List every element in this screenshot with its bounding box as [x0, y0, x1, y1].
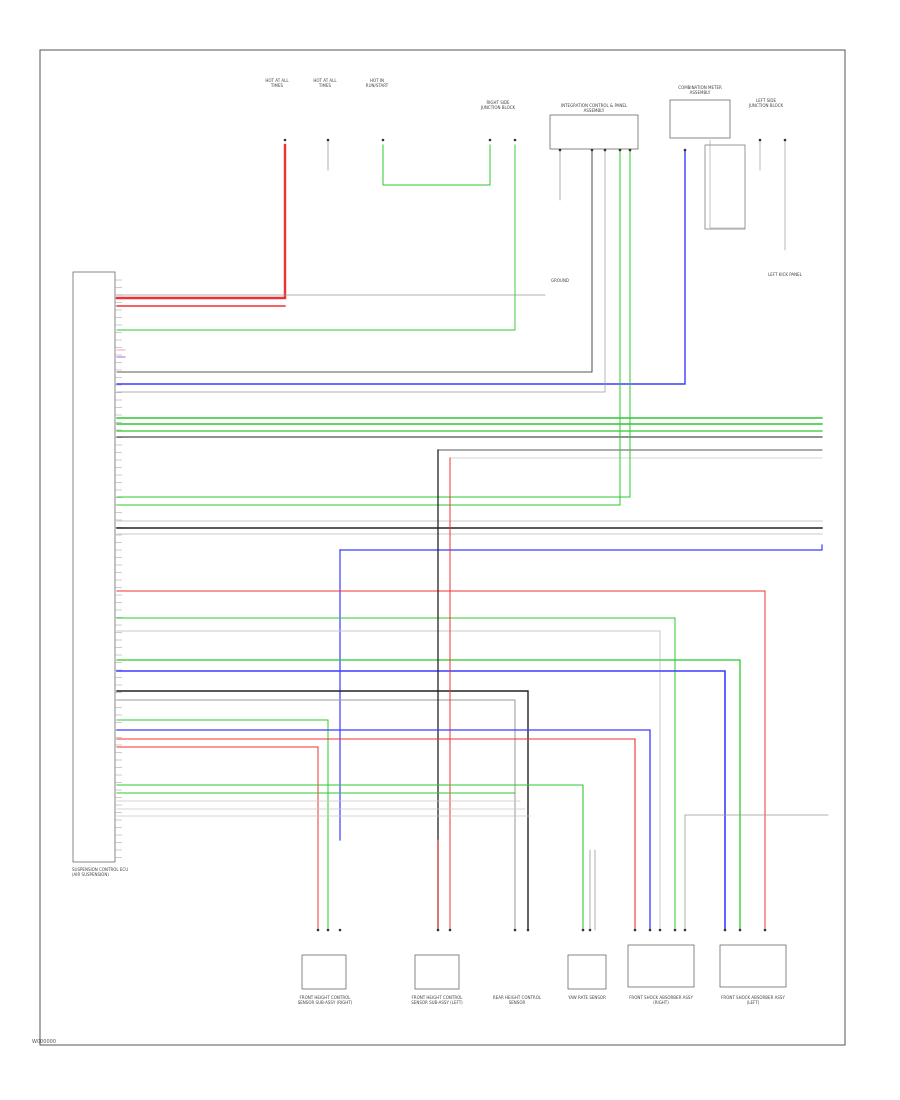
component-b4-box	[567, 954, 607, 990]
bottom-connector-pin-dot	[738, 928, 742, 932]
component-b5-box	[627, 944, 695, 988]
wire-power-red	[115, 143, 287, 300]
wire-black-b3	[116, 690, 529, 931]
top-connector-c4-label: RIGHT SIDE JUNCTION BLOCK	[480, 100, 516, 110]
bottom-connector-pin-dot	[648, 928, 652, 932]
top-connector-pin-dot	[783, 138, 787, 142]
wire-gray-b3	[116, 699, 516, 931]
wire-green-b4	[116, 784, 584, 931]
wire-green-b5	[116, 617, 676, 931]
wire-green-b1	[116, 719, 329, 931]
ecu-label: SUSPENSION CONTROL ECU (AIR SUSPENSION)	[72, 867, 129, 877]
bottom-connector-pin-dot	[633, 928, 637, 932]
meter-aux-box	[704, 144, 746, 230]
top-connector-c3-label: HOT IN RUN/START	[365, 78, 389, 88]
bottom-component-b5-label: FRONT SHOCK ABSORBER ASSY (RIGHT)	[629, 995, 693, 1005]
wire-red-b5	[116, 738, 636, 931]
wire-c3-c4-loop	[382, 144, 491, 186]
ground-g2-label: LEFT KICK PANEL	[768, 272, 802, 277]
top-connector-pin-dot	[558, 148, 562, 152]
top-connector-pin-dot	[618, 148, 622, 152]
top-connector-pin-dot	[628, 148, 632, 152]
bottom-connector-pin-dot	[326, 928, 330, 932]
top-connector-c5-label: INTEGRATION CONTROL & PANEL ASSEMBLY	[560, 103, 628, 113]
diagram-border	[39, 49, 846, 1046]
top-connector-pin-dot	[758, 138, 762, 142]
component-b2-box	[414, 954, 460, 990]
bottom-component-b6-label: FRONT SHOCK ABSORBER ASSY (LEFT)	[721, 995, 785, 1005]
bottom-connector-pin-dot	[316, 928, 320, 932]
wire-gray-right-loop	[684, 814, 829, 931]
combination-meter-box	[669, 99, 731, 139]
bottom-component-b4-label: YAW RATE SENSOR	[568, 995, 606, 1000]
wire-green-c5-2	[116, 149, 621, 506]
top-connector-c2-label: HOT AT ALL TIMES	[313, 78, 337, 88]
footer-code: W000000	[32, 1039, 57, 1045]
bottom-connector-pin-dot	[526, 928, 530, 932]
top-connector-pin-dot	[283, 138, 287, 142]
bottom-connector-pin-dot	[723, 928, 727, 932]
wire-green-c4	[116, 144, 516, 331]
wire-c5-gray	[116, 149, 606, 393]
wire-red-b1	[116, 746, 319, 931]
bottom-connector-pin-dot	[513, 928, 517, 932]
wire-green-c5-1	[116, 149, 631, 498]
bus-blue-1	[339, 544, 823, 551]
bottom-connector-pin-dot	[436, 928, 440, 932]
component-b6-box	[719, 944, 787, 988]
top-connector-c7-label: LEFT SIDE JUNCTION BLOCK	[748, 98, 784, 108]
ecu-box	[72, 271, 116, 863]
top-connector-pin-dot	[513, 138, 517, 142]
bottom-connector-pin-dot	[658, 928, 662, 932]
top-connector-pin-dot	[326, 138, 330, 142]
bottom-connector-pin-dot	[673, 928, 677, 932]
connector-dots	[283, 138, 787, 932]
top-connector-c1-label: HOT AT ALL TIMES	[265, 78, 289, 88]
top-connector-pin-dot	[603, 148, 607, 152]
ecu-pin-ticks	[115, 279, 122, 858]
bottom-connector-pin-dot	[338, 928, 342, 932]
top-connector-c6-label: COMBINATION METER ASSEMBLY	[678, 85, 722, 95]
wire-meter-aux	[709, 139, 746, 229]
bottom-connector-pin-dot	[588, 928, 592, 932]
top-connector-pin-dot	[488, 138, 492, 142]
bottom-component-b1-label: FRONT HEIGHT CONTROL SENSOR SUB-ASSY (RI…	[297, 995, 353, 1005]
bottom-connector-pin-dot	[581, 928, 585, 932]
wire-red-b6	[116, 590, 766, 931]
top-connector-pin-dot	[381, 138, 385, 142]
wire-blue-b6	[116, 670, 726, 931]
bottom-component-b3-label: REAR HEIGHT CONTROL SENSOR	[492, 995, 542, 1005]
wire-blue-b5	[116, 729, 651, 931]
wire-green-b6	[116, 659, 741, 931]
top-connector-pin-dot	[590, 148, 594, 152]
wire-group	[115, 139, 829, 931]
bottom-connector-pin-dot	[683, 928, 687, 932]
wire-blue-meter	[116, 149, 686, 385]
wire-gray-b5	[116, 630, 661, 931]
bottom-connector-pin-dot	[448, 928, 452, 932]
top-connector-pin-dot	[683, 148, 687, 152]
component-b1-box	[301, 954, 347, 990]
wire-c5-black	[116, 149, 593, 373]
ground-g1-label: GROUND	[550, 278, 570, 283]
bottom-component-b2-label: FRONT HEIGHT CONTROL SENSOR SUB-ASSY (LE…	[411, 995, 463, 1005]
integration-panel-box	[549, 114, 639, 150]
bottom-connector-pin-dot	[763, 928, 767, 932]
